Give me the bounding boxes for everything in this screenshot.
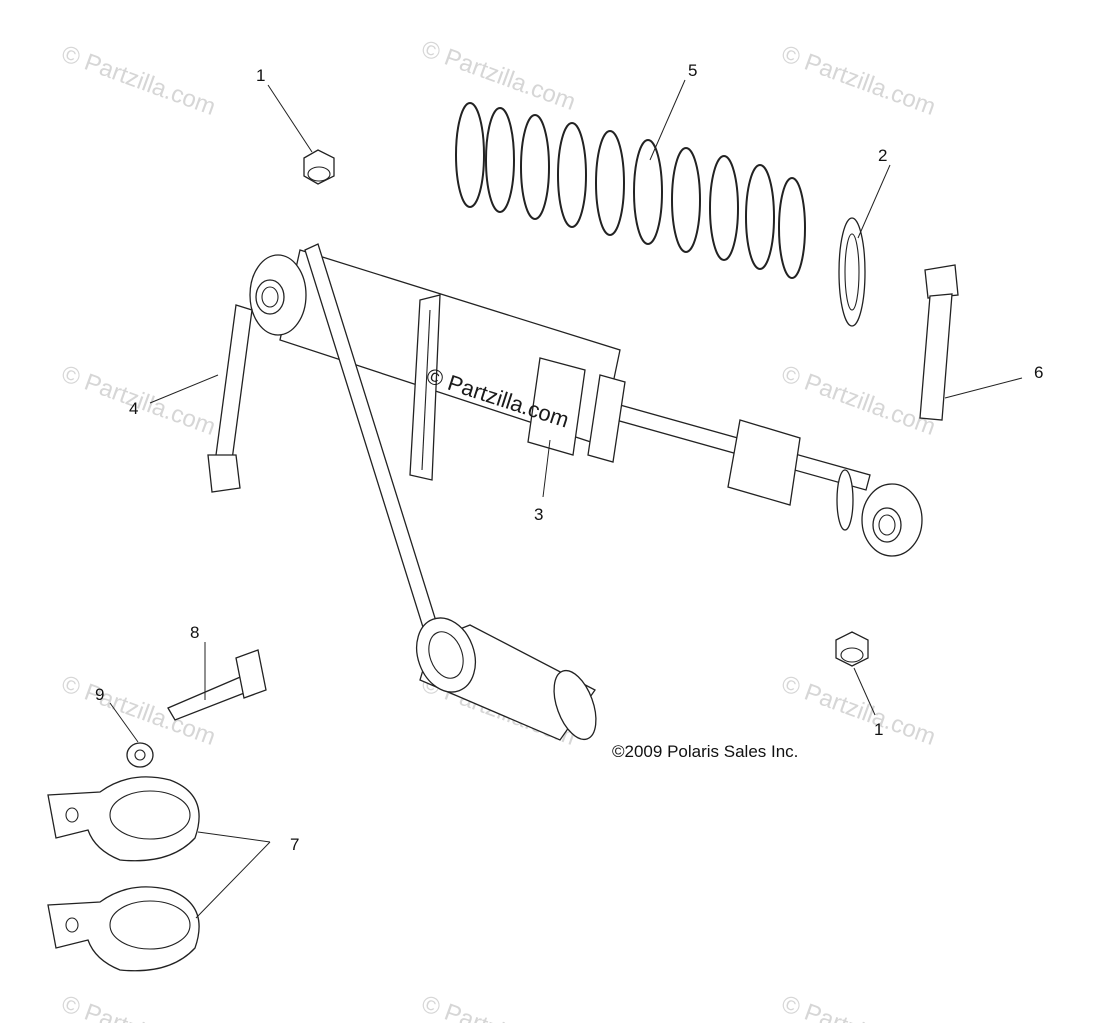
callout-bolt-left: 4 [129,399,138,418]
bolt-right-part [919,264,959,421]
callout-bolt-long: 8 [190,623,199,642]
callout-washer: 9 [95,685,104,704]
callout-bolt-right: 6 [1034,363,1043,382]
watermark: © Partzilla.com [58,40,219,121]
coil-spring-part [455,102,806,279]
nut-bottom-part [835,631,869,667]
callout-clamps: 7 [290,835,299,854]
clamp-lower-part [47,886,200,972]
watermark: © Partzilla.com [778,990,939,1023]
preload-collar [409,294,441,481]
callout-nut-top: 1 [256,66,265,85]
watermark: © Partzilla.com [778,40,939,121]
top-mount-eye [249,254,307,336]
leader-lines [109,79,1023,919]
clamp-upper-part [47,776,200,862]
watermark: © Partzilla.com [58,360,219,441]
watermark: © Partzilla.com [58,990,219,1023]
callout-labels: 1 2 3 4 5 6 7 8 9 1 [95,61,1043,854]
copyright-text: ©2009 Polaris Sales Inc. [612,742,798,761]
watermark: © Partzilla.com [418,35,579,116]
spring-retainer-part [838,217,866,327]
watermark: © Partzilla.com [418,990,579,1023]
reservoir-canister [416,617,597,741]
watermark-layer: © Partzilla.com © Partzilla.com © Partzi… [58,35,939,1023]
bolt-long-part [167,649,267,721]
watermark: © Partzilla.com [778,360,939,441]
callout-nut-bottom: 1 [874,720,883,739]
nut-top-part [303,149,335,185]
callout-spring: 5 [688,61,697,80]
watermark: © Partzilla.com [778,670,939,751]
callout-spring-retainer: 2 [878,146,887,165]
callout-shock-body: 3 [534,505,543,524]
washer-part [126,742,154,768]
bottom-mount-eye [861,483,923,557]
bolt-left-part [207,304,253,493]
shock-absorber-part [249,243,923,741]
